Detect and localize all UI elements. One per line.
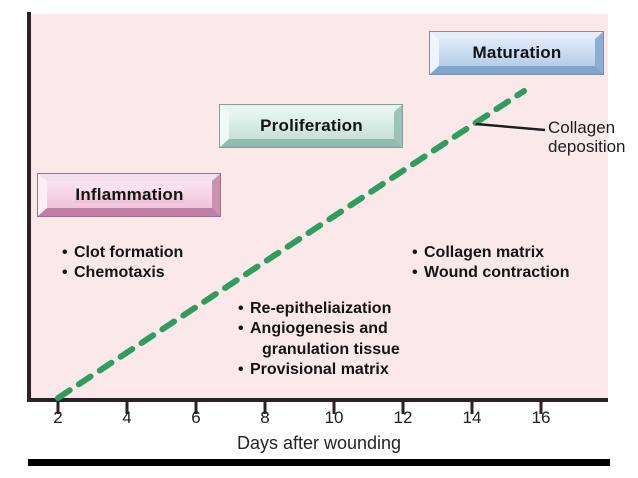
x-tick-label-10: 10 <box>324 408 344 427</box>
x-tick-label-12: 12 <box>393 408 413 427</box>
list-item: • Provisional matrix <box>238 360 400 380</box>
phase-box-maturation-fill: Maturation <box>439 39 595 66</box>
y-axis-line <box>27 12 31 402</box>
x-tick-label-14: 14 <box>462 408 482 427</box>
list-item: • Clot formation <box>62 243 183 263</box>
collagen-deposition-annotation: Collagen deposition <box>548 118 626 156</box>
list-item: • Collagen matrix <box>412 243 569 263</box>
bullet-dot-icon: • <box>412 264 418 282</box>
annotation-line-2: deposition <box>548 137 626 157</box>
list-item-label: granulation tissue <box>262 340 400 358</box>
bottom-divider <box>28 459 610 466</box>
list-item-label: Angiogenesis and <box>250 320 388 338</box>
x-axis-title: Days after wounding <box>236 433 402 453</box>
x-tick-label-4: 4 <box>122 408 132 427</box>
bullet-list-maturation: • Collagen matrix • Wound contraction <box>412 243 569 284</box>
phase-label-proliferation: Proliferation <box>260 116 363 135</box>
bullet-dot-icon: • <box>412 244 418 261</box>
phase-box-proliferation-fill: Proliferation <box>229 112 394 139</box>
list-item-label: Wound contraction <box>424 264 570 282</box>
list-item-continuation: granulation tissue <box>238 340 400 360</box>
phase-box-inflammation: Inflammation <box>38 174 220 216</box>
list-item: • Angiogenesis and <box>238 319 400 339</box>
phase-label-maturation: Maturation <box>472 43 562 62</box>
x-tick-label-6: 6 <box>191 408 201 427</box>
list-item: • Chemotaxis <box>62 263 183 283</box>
phase-box-maturation: Maturation <box>430 32 603 74</box>
bullet-list-proliferation: • Re-epitheliaization • Angiogenesis and g… <box>238 299 400 381</box>
bullet-dot-icon: • <box>238 361 244 379</box>
x-tick-label-16: 16 <box>531 408 551 427</box>
phase-box-proliferation: Proliferation <box>220 105 402 147</box>
list-item-label: Clot formation <box>74 244 184 261</box>
phase-label-inflammation: Inflammation <box>75 185 184 204</box>
bullet-list-inflammation: • Clot formation • Chemotaxis <box>62 243 183 284</box>
list-item-label: Chemotaxis <box>74 264 165 282</box>
bullet-dot-icon: • <box>62 244 68 261</box>
bullet-dot-icon: • <box>238 300 244 317</box>
list-item: • Wound contraction <box>412 263 569 283</box>
list-item-label: Collagen matrix <box>424 244 545 261</box>
list-item-label: Re-epitheliaization <box>250 300 392 317</box>
annotation-line-1: Collagen <box>548 118 616 137</box>
phase-box-inflammation-fill: Inflammation <box>47 181 212 208</box>
x-axis-line <box>27 398 608 402</box>
list-item: • Re-epitheliaization <box>238 299 400 319</box>
x-tick-label-8: 8 <box>260 408 270 427</box>
list-item-label: Provisional matrix <box>250 361 389 379</box>
bullet-dot-icon: • <box>62 264 68 282</box>
bullet-dot-icon: • <box>238 320 244 338</box>
x-tick-label-2: 2 <box>53 408 63 427</box>
